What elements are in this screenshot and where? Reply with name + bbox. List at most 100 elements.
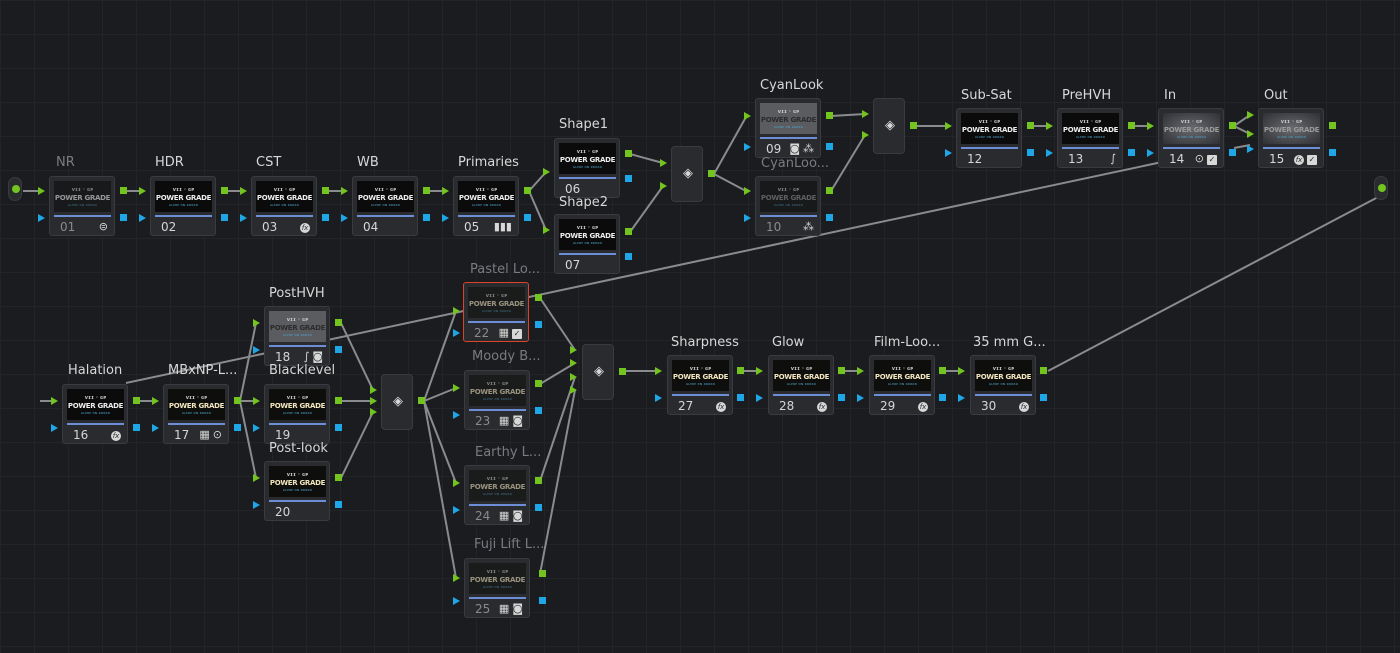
input-pin-rgb[interactable] (51, 397, 58, 405)
layer-mixer-node[interactable]: ◈ (873, 98, 905, 154)
input-pin-key[interactable] (453, 597, 460, 605)
output-pin-key[interactable] (1329, 149, 1336, 156)
output-pin-key[interactable] (423, 214, 430, 221)
output-pin-rgb[interactable] (1229, 122, 1236, 129)
input-pin-rgb[interactable] (543, 168, 550, 176)
output-pin-key[interactable] (322, 214, 329, 221)
output-pin-key[interactable] (539, 597, 546, 604)
mixer-input-pin[interactable] (370, 386, 377, 394)
output-pin-rgb[interactable] (133, 397, 140, 404)
input-pin-key[interactable] (756, 394, 763, 402)
input-pin-rgb[interactable] (453, 384, 460, 392)
output-pin-rgb[interactable] (1027, 122, 1034, 129)
output-pin-rgb[interactable] (335, 319, 342, 326)
output-pin-rgb[interactable] (939, 367, 946, 374)
input-pin-key[interactable] (857, 394, 864, 402)
input-pin-rgb[interactable] (442, 187, 449, 195)
input-pin-rgb[interactable] (543, 226, 550, 234)
layer-mixer-node[interactable]: ◈ (671, 146, 703, 202)
input-pin-key[interactable] (341, 214, 348, 222)
output-pin-rgb[interactable] (535, 477, 542, 484)
mixer-input-pin[interactable] (570, 359, 577, 367)
input-pin-rgb[interactable] (453, 574, 460, 582)
input-pin-rgb[interactable] (958, 367, 965, 375)
input-pin-key[interactable] (152, 424, 159, 432)
input-pin-rgb[interactable] (1247, 111, 1254, 119)
input-pin-key[interactable] (1247, 145, 1254, 153)
input-pin-key[interactable] (958, 394, 965, 402)
input-pin-key[interactable] (442, 214, 449, 222)
input-pin-key[interactable] (1147, 149, 1154, 157)
input-pin-key[interactable] (38, 214, 45, 222)
input-pin-rgb[interactable] (744, 187, 751, 195)
mixer-input-pin[interactable] (660, 159, 667, 167)
output-pin-rgb[interactable] (539, 570, 546, 577)
input-pin-key[interactable] (1046, 149, 1053, 157)
output-pin-rgb[interactable] (625, 150, 632, 157)
input-pin-key[interactable] (253, 346, 260, 354)
output-pin-key[interactable] (737, 394, 744, 401)
input-pin-key[interactable] (744, 214, 751, 222)
input-pin-rgb[interactable] (945, 122, 952, 130)
input-pin-key[interactable] (139, 214, 146, 222)
input-pin-rgb[interactable] (453, 307, 460, 315)
layer-mixer-node[interactable]: ◈ (381, 374, 413, 430)
output-pin-key[interactable] (221, 214, 228, 221)
output-pin-key[interactable] (1027, 149, 1034, 156)
output-pin-rgb[interactable] (423, 187, 430, 194)
output-pin-key[interactable] (838, 394, 845, 401)
input-pin-rgb[interactable] (655, 367, 662, 375)
mixer-output-pin[interactable] (708, 170, 715, 177)
input-pin-rgb[interactable] (1147, 122, 1154, 130)
output-pin-rgb[interactable] (120, 187, 127, 194)
mixer-output-pin[interactable] (910, 122, 917, 129)
output-pin-key[interactable] (826, 214, 833, 221)
mixer-input-pin[interactable] (570, 386, 577, 394)
mixer-input-pin[interactable] (862, 131, 869, 139)
input-pin-key[interactable] (945, 149, 952, 157)
input-pin-rgb[interactable] (139, 187, 146, 195)
output-pin-key[interactable] (335, 346, 342, 353)
mixer-input-pin[interactable] (862, 110, 869, 118)
output-pin-key[interactable] (625, 253, 632, 260)
output-pin-rgb[interactable] (625, 228, 632, 235)
mixer-output-pin[interactable] (619, 368, 626, 375)
output-pin-rgb[interactable] (335, 397, 342, 404)
input-pin-key[interactable] (655, 394, 662, 402)
mixer-output-pin[interactable] (418, 397, 425, 404)
input-pin-key[interactable] (51, 424, 58, 432)
input-pin-key[interactable] (453, 329, 460, 337)
output-pin-key[interactable] (1128, 149, 1135, 156)
output-pin-rgb[interactable] (322, 187, 329, 194)
input-pin-rgb[interactable] (756, 367, 763, 375)
output-pin-key[interactable] (826, 143, 833, 150)
input-pin-key[interactable] (253, 424, 260, 432)
mixer-input-pin[interactable] (660, 182, 667, 190)
mixer-input-pin[interactable] (570, 373, 577, 381)
input-pin-rgb[interactable] (744, 112, 751, 120)
output-pin-key[interactable] (535, 504, 542, 511)
output-pin-rgb[interactable] (826, 112, 833, 119)
input-pin-key[interactable] (253, 501, 260, 509)
output-pin-rgb[interactable] (535, 294, 542, 301)
output-pin-key[interactable] (535, 407, 542, 414)
input-pin-rgb[interactable] (453, 479, 460, 487)
